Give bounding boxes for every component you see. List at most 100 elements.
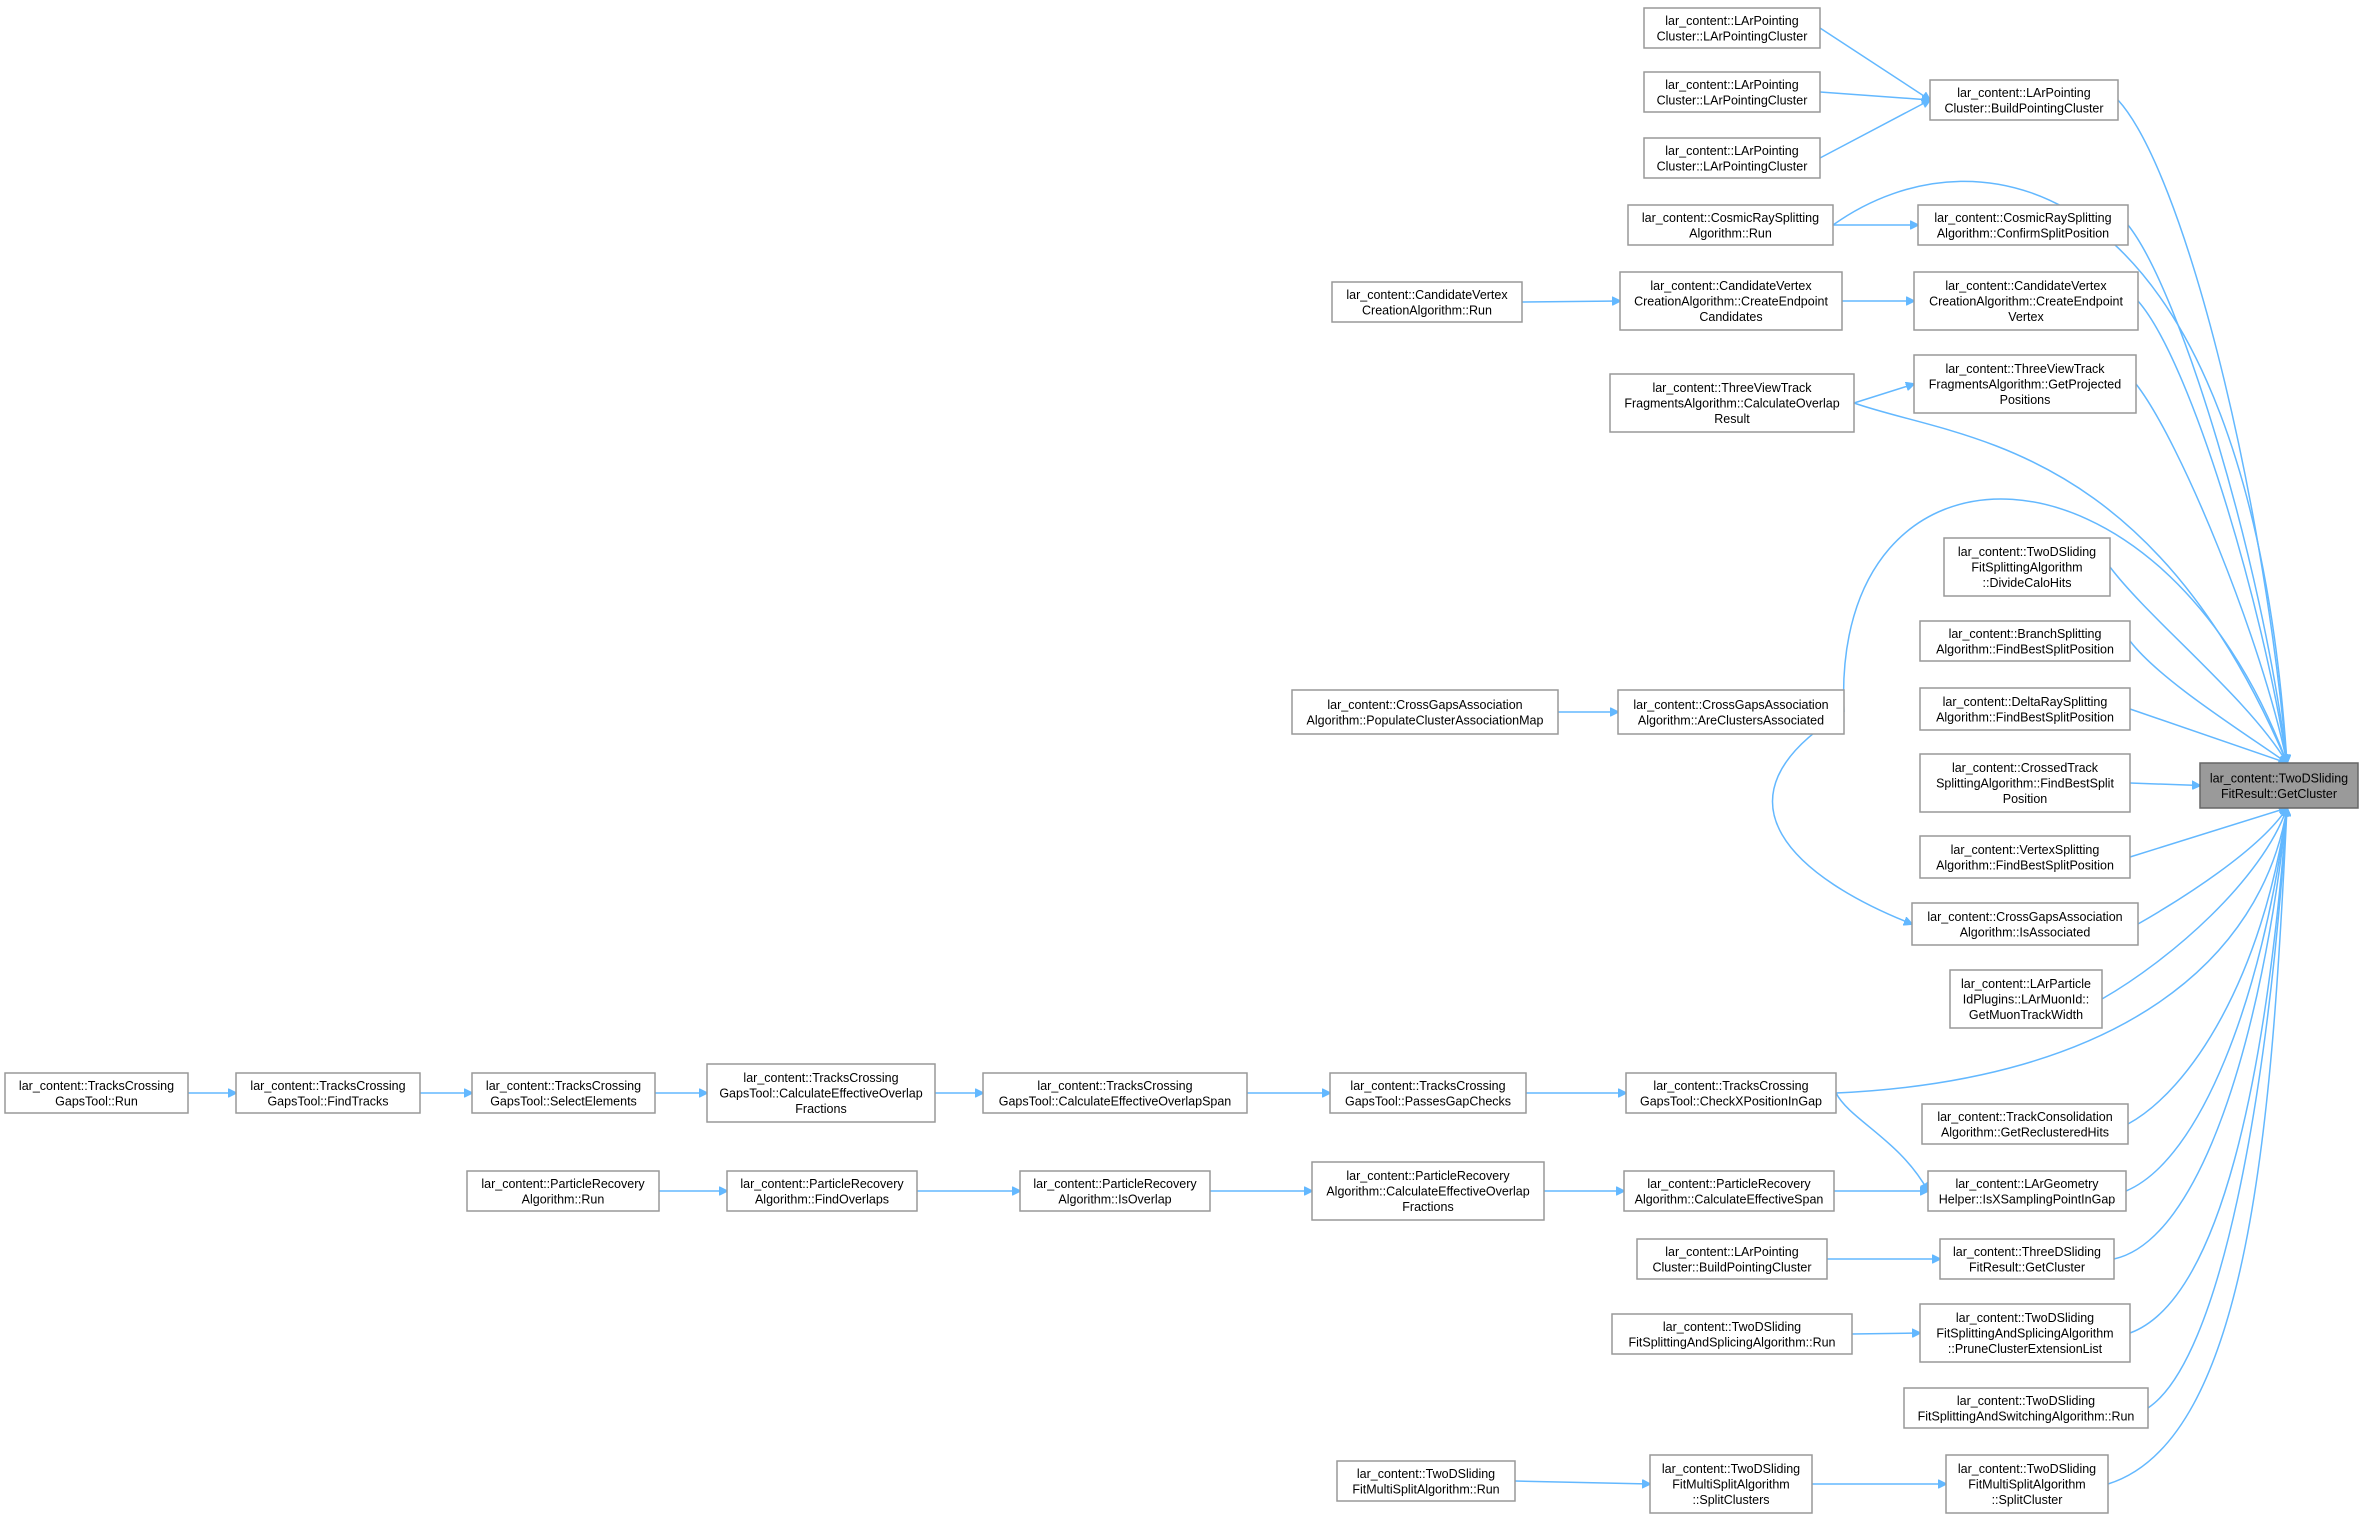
graph-node[interactable]: lar_content::TrackConsolidationAlgorithm… (1921, 1103, 2129, 1145)
node-label-line: lar_content::LArParticle (1961, 977, 2091, 991)
graph-node[interactable]: lar_content::LArPointingCluster::LArPoin… (1643, 71, 1821, 113)
node-label-line: FitSplittingAndSwitchingAlgorithm::Run (1918, 1409, 2135, 1423)
graph-node[interactable]: lar_content::ParticleRecoveryAlgorithm::… (1019, 1170, 1211, 1212)
graph-node[interactable]: lar_content::ThreeViewTrackFragmentsAlgo… (1913, 354, 2137, 414)
graph-node[interactable]: lar_content::CosmicRaySplittingAlgorithm… (1917, 204, 2129, 246)
graph-node[interactable]: lar_content::LArPointingCluster::BuildPo… (1636, 1238, 1828, 1280)
edge-tdsswrun-to-root (2147, 808, 2287, 1409)
graph-node[interactable]: lar_content::LArPointingCluster::BuildPo… (1929, 79, 2119, 121)
node-box (1943, 537, 2111, 597)
node-label-line: CreationAlgorithm::CreateEndpoint (1634, 295, 1828, 309)
node-label-line: Algorithm::FindBestSplitPosition (1936, 858, 2114, 872)
node-label-line: Candidates (1699, 310, 1762, 324)
node-label-line: Algorithm::FindBestSplitPosition (1936, 710, 2114, 724)
graph-node[interactable]: lar_content::CrossGapsAssociationAlgorit… (1617, 689, 1845, 735)
graph-node[interactable]: lar_content::TwoDSlidingFitSplittingAndS… (1903, 1387, 2149, 1429)
node-box (1643, 71, 1821, 113)
graph-node[interactable]: lar_content::TwoDSlidingFitSplittingAndS… (1919, 1303, 2131, 1363)
edge-tcgcxp-to-root (1835, 808, 2287, 1094)
node-label-line: FitSplittingAndSplicingAlgorithm::Run (1628, 1335, 1835, 1349)
graph-node[interactable]: lar_content::DeltaRaySplittingAlgorithm:… (1919, 687, 2131, 731)
graph-node[interactable]: lar_content::LArGeometryHelper::IsXSampl… (1927, 1170, 2127, 1212)
graph-node[interactable]: lar_content::TracksCrossingGapsTool::Che… (1625, 1072, 1837, 1114)
node-box (1611, 1313, 1853, 1355)
node-label-line: FitSplittingAndSplicingAlgorithm (1936, 1327, 2113, 1341)
graph-node[interactable]: lar_content::TwoDSlidingFitMultiSplitAlg… (1336, 1460, 1516, 1502)
node-label-line: lar_content::ParticleRecovery (481, 1177, 645, 1191)
node-box (1911, 902, 2139, 946)
graph-node[interactable]: lar_content::ParticleRecoveryAlgorithm::… (726, 1170, 918, 1212)
edge-tcgcxp-to-lgh (1835, 1092, 1928, 1191)
node-label-line: ::PruneClusterExtensionList (1948, 1342, 2103, 1356)
graph-node[interactable]: lar_content::TracksCrossingGapsTool::Pas… (1329, 1072, 1527, 1114)
graph-node[interactable]: lar_content::TwoDSlidingFitMultiSplitAlg… (1649, 1454, 1813, 1514)
node-label-line: FragmentsAlgorithm::GetProjected (1929, 378, 2121, 392)
node-label-line: Result (1714, 412, 1750, 426)
graph-node[interactable]: lar_content::TracksCrossingGapsTool::Sel… (471, 1072, 656, 1114)
node-label-line: lar_content::TwoDSliding (1956, 1311, 2094, 1325)
graph-node[interactable]: lar_content::TwoDSlidingFitSplittingAlgo… (1943, 537, 2111, 597)
node-box (2199, 762, 2359, 809)
edge-lpmuon-to-root (2101, 808, 2287, 1000)
node-label-line: lar_content::LArPointing (1957, 86, 2090, 100)
node-label-line: GapsTool::PassesGapChecks (1345, 1094, 1511, 1108)
graph-node[interactable]: lar_content::ParticleRecoveryAlgorithm::… (466, 1170, 660, 1212)
node-label-line: lar_content::TracksCrossing (1037, 1079, 1192, 1093)
node-box (1929, 79, 2119, 121)
node-box (1903, 1387, 2149, 1429)
node-label-line: lar_content::CrossGapsAssociation (1633, 698, 1828, 712)
graph-node[interactable]: lar_content::TwoDSlidingFitSplittingAndS… (1611, 1313, 1853, 1355)
node-box (1913, 271, 2139, 331)
root-node[interactable]: lar_content::TwoDSlidingFitResult::GetCl… (2199, 762, 2359, 809)
graph-node[interactable]: lar_content::ParticleRecoveryAlgorithm::… (1623, 1170, 1835, 1212)
edge-cgaca-to-cgaia (1771, 711, 1912, 924)
graph-node[interactable]: lar_content::CandidateVertexCreationAlgo… (1913, 271, 2139, 331)
edge-lpc3-to-lpbpc (1819, 100, 1930, 159)
graph-node[interactable]: lar_content::LArParticleIdPlugins::LArMu… (1949, 969, 2103, 1029)
edge-crsrun-to-root (1832, 180, 2287, 763)
graph-node[interactable]: lar_content::ParticleRecoveryAlgorithm::… (1311, 1161, 1545, 1221)
node-box (1917, 204, 2129, 246)
graph-node[interactable]: lar_content::VertexSplittingAlgorithm::F… (1919, 835, 2131, 879)
graph-node[interactable]: lar_content::BranchSplittingAlgorithm::F… (1919, 620, 2131, 662)
graph-node[interactable]: lar_content::CosmicRaySplittingAlgorithm… (1627, 204, 1834, 246)
graph-node[interactable]: lar_content::TracksCrossingGapsTool::Cal… (706, 1063, 936, 1123)
node-label-line: FitSplittingAlgorithm (1971, 561, 2082, 575)
node-label-line: FitResult::GetCluster (1969, 1260, 2085, 1274)
edge-lpc1-to-lpbpc (1819, 27, 1930, 100)
graph-node[interactable]: lar_content::CandidateVertexCreationAlgo… (1331, 281, 1523, 323)
edge-lgh-to-root (2125, 808, 2287, 1192)
node-box (1643, 137, 1821, 179)
node-box (1617, 689, 1845, 735)
graph-node[interactable]: lar_content::LArPointingCluster::LArPoin… (1643, 7, 1821, 49)
node-label-line: Cluster::LArPointingCluster (1657, 159, 1808, 173)
edge-cgaia-to-root (2137, 808, 2287, 925)
graph-node[interactable]: lar_content::ThreeViewTrackFragmentsAlgo… (1609, 373, 1855, 433)
graph-node[interactable]: lar_content::ThreeDSlidingFitResult::Get… (1939, 1238, 2115, 1280)
node-box (1019, 1170, 1211, 1212)
graph-node[interactable]: lar_content::TwoDSlidingFitMultiSplitAlg… (1945, 1454, 2109, 1514)
node-label-line: lar_content::TwoDSliding (1958, 545, 2096, 559)
node-label-line: lar_content::LArPointing (1665, 1245, 1798, 1259)
node-box (1636, 1238, 1828, 1280)
graph-node[interactable]: lar_content::CrossGapsAssociationAlgorit… (1291, 689, 1559, 735)
graph-node[interactable]: lar_content::TracksCrossingGapsTool::Cal… (982, 1072, 1248, 1114)
node-label-line: lar_content::VertexSplitting (1951, 843, 2100, 857)
node-label-line: Vertex (2008, 310, 2044, 324)
node-box (1627, 204, 1834, 246)
node-box (1623, 1170, 1835, 1212)
node-label-line: Algorithm::PopulateClusterAssociationMap (1307, 713, 1544, 727)
graph-node[interactable]: lar_content::LArPointingCluster::LArPoin… (1643, 137, 1821, 179)
node-label-line: lar_content::ParticleRecovery (1033, 1177, 1197, 1191)
node-label-line: lar_content::TracksCrossing (1350, 1079, 1505, 1093)
node-box (1927, 1170, 2127, 1212)
graph-node[interactable]: lar_content::CrossedTrackSplittingAlgori… (1919, 753, 2131, 813)
graph-node[interactable]: lar_content::TracksCrossingGapsTool::Fin… (235, 1072, 421, 1114)
node-label-line: Algorithm::Run (522, 1192, 605, 1206)
edge-tdmsrun-to-tdmssc (1514, 1481, 1650, 1484)
node-box (1331, 281, 1523, 323)
graph-node[interactable]: lar_content::CrossGapsAssociationAlgorit… (1911, 902, 2139, 946)
graph-node[interactable]: lar_content::CandidateVertexCreationAlgo… (1619, 271, 1843, 331)
